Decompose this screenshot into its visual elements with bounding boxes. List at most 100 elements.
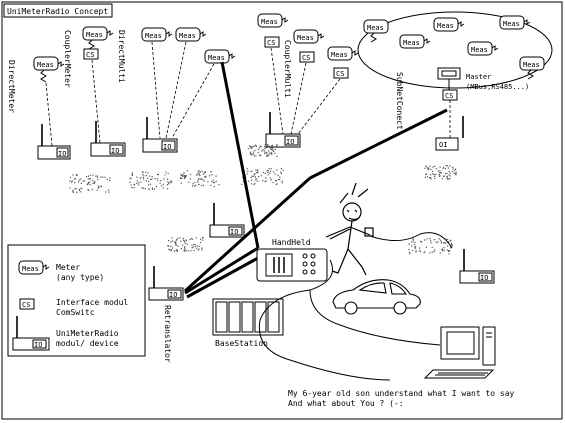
signal-speck	[185, 249, 187, 251]
signal-speck	[72, 190, 74, 192]
signal-speck	[274, 152, 276, 154]
signal-speck	[426, 176, 428, 178]
signal-speck	[201, 170, 203, 172]
signal-speck	[170, 241, 172, 243]
signal-speck	[175, 243, 177, 245]
signal-speck	[172, 247, 174, 249]
signal-speck	[173, 250, 175, 252]
signal-speck	[98, 186, 100, 188]
signal-speck	[201, 178, 203, 180]
signal-speck	[175, 240, 177, 242]
signal-speck	[204, 171, 206, 173]
signal-speck	[148, 188, 150, 190]
signal-speck	[274, 173, 276, 175]
signal-speck	[268, 152, 270, 154]
signal-speck	[266, 155, 268, 157]
signal-speck	[151, 176, 153, 178]
signal-speck	[440, 241, 442, 243]
signal-speck	[274, 148, 276, 150]
signal-speck	[264, 144, 266, 146]
signal-speck	[447, 245, 449, 247]
signal-speck	[429, 165, 431, 167]
signal-speck	[242, 180, 244, 182]
signal-speck	[264, 151, 266, 153]
signal-speck	[157, 173, 159, 175]
meter-box	[467, 41, 493, 56]
signal-speck	[427, 168, 429, 170]
signal-speck	[268, 154, 270, 156]
signal-speck	[443, 249, 445, 251]
signal-speck	[71, 181, 73, 183]
signal-speck	[451, 243, 453, 246]
signal-speck	[264, 148, 266, 150]
signal-speck	[276, 180, 278, 182]
signal-speck	[442, 248, 444, 250]
signal-speck	[143, 178, 145, 180]
signal-speck	[200, 238, 202, 240]
signal-speck	[184, 177, 186, 179]
signal-speck	[250, 146, 252, 148]
signal-speck	[152, 188, 154, 190]
signal-speck	[415, 250, 417, 252]
signal-speck	[446, 172, 448, 174]
radio-module-label: OI	[439, 141, 447, 149]
signal-speck	[435, 241, 437, 243]
radio-module-label: IO	[286, 138, 294, 146]
interface-box	[83, 48, 99, 60]
signal-speck	[184, 248, 186, 250]
signal-speck	[267, 144, 269, 146]
signal-speck	[270, 147, 272, 149]
signal-speck	[198, 170, 200, 172]
signal-speck	[262, 180, 264, 182]
signal-speck	[453, 172, 455, 174]
signal-speck	[262, 171, 264, 173]
signal-speck	[187, 250, 189, 252]
signal-speck	[272, 171, 275, 173]
signal-speck	[155, 185, 158, 188]
signal-speck	[257, 151, 259, 154]
signal-speck	[447, 178, 449, 180]
signal-speck	[94, 181, 96, 183]
signal-speck	[250, 153, 252, 155]
signal-speck	[257, 180, 259, 182]
signal-speck	[109, 179, 111, 181]
signal-speck	[184, 247, 186, 249]
signal-speck	[186, 170, 188, 172]
signal-speck	[452, 168, 454, 170]
subnet-ellipse	[357, 11, 553, 89]
signal-speck	[72, 191, 74, 193]
signal-speck	[442, 175, 445, 177]
signal-speck	[89, 181, 91, 183]
signal-speck	[185, 239, 187, 241]
signal-speck	[168, 248, 170, 250]
signal-speck	[174, 241, 176, 243]
signal-speck	[411, 245, 413, 247]
signal-speck	[241, 183, 243, 185]
meter-label: Meas	[437, 22, 454, 30]
signal-speck	[242, 177, 244, 179]
legend-interface-text: Interface modul	[56, 298, 128, 307]
signal-speck	[425, 165, 427, 167]
signal-speck	[264, 181, 266, 183]
signal-speck	[267, 170, 269, 172]
signal-speck	[442, 250, 444, 252]
signal-speck	[257, 169, 259, 171]
signal-speck	[193, 243, 195, 246]
signal-speck	[83, 180, 85, 182]
signal-speck	[264, 172, 266, 174]
meter-box	[519, 56, 545, 71]
meter-label: Meas	[367, 24, 384, 32]
signal-speck	[424, 251, 426, 253]
signal-speck	[202, 237, 204, 239]
signal-speck	[204, 171, 206, 173]
signal-speck	[265, 147, 267, 149]
signal-speck	[193, 250, 195, 252]
signal-speck	[80, 178, 82, 180]
signal-speck	[188, 181, 190, 183]
signal-speck	[175, 241, 177, 244]
signal-speck	[184, 242, 186, 244]
signal-speck	[215, 175, 217, 177]
signal-speck	[197, 171, 199, 173]
signal-speck	[172, 240, 174, 242]
signal-speck	[276, 169, 278, 171]
